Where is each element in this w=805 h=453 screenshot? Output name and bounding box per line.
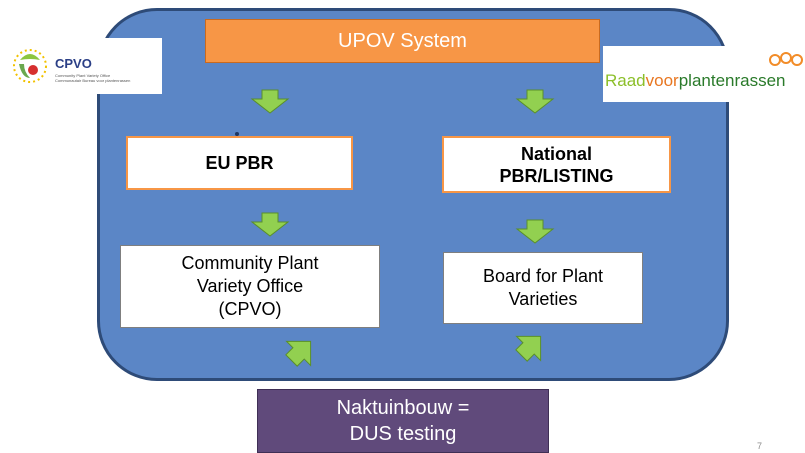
- raad-logo-middle: voor: [646, 71, 679, 90]
- down-arrow-icon: [515, 89, 555, 114]
- dus-testing-line: Naktuinbouw =: [336, 397, 470, 419]
- up-right-arrow-icon: [285, 340, 312, 367]
- down-arrow-icon: [250, 212, 290, 237]
- upov-system-box: UPOV System: [205, 19, 600, 63]
- eu-pbr-label: EU PBR: [205, 153, 274, 173]
- national-pbr-box: National PBR/LISTING: [442, 136, 671, 193]
- cpvo-label: Community Plant Variety Office (CPVO): [181, 252, 318, 321]
- cpvo-label-line: Variety Office: [196, 276, 304, 296]
- board-plant-varieties-box: Board for Plant Varieties: [443, 252, 643, 324]
- national-pbr-label: National PBR/LISTING: [499, 143, 613, 187]
- upov-system-label: UPOV System: [338, 29, 467, 52]
- bullet-dot: [235, 132, 239, 136]
- board-plant-varieties-label: Board for Plant Varieties: [483, 265, 603, 311]
- national-pbr-label-line: National: [520, 143, 592, 164]
- cpvo-box: Community Plant Variety Office (CPVO): [120, 245, 380, 328]
- raad-voor-plantenrassen-logo: Raadvoorplantenrassen: [603, 46, 805, 102]
- national-pbr-label-line: PBR/LISTING: [499, 165, 614, 186]
- eu-pbr-box: EU PBR: [126, 136, 353, 190]
- down-arrow-icon: [515, 219, 555, 244]
- cpvo-label-line: Community Plant: [181, 253, 319, 273]
- cpvo-logo-subtitle-nl: Communautair Bureau voor plantenrassen: [55, 78, 130, 83]
- down-arrow-icon: [250, 89, 290, 114]
- cpvo-logo: CPVO Community Plant Variety Office Comm…: [0, 38, 162, 94]
- cpvo-label-line: (CPVO): [218, 299, 282, 319]
- board-label-line: Varieties: [508, 289, 578, 309]
- dus-testing-line: DUS testing: [349, 423, 457, 445]
- dus-testing-label: Naktuinbouw = DUS testing: [337, 395, 470, 447]
- raad-logo-prefix: Raad: [605, 71, 646, 90]
- cpvo-logo-subtitle: Community Plant Variety Office: [55, 73, 111, 78]
- page-number: 7: [757, 441, 763, 451]
- raad-logo-graphic: Raadvoorplantenrassen: [605, 52, 803, 90]
- raad-logo-suffix: plantenrassen: [679, 71, 786, 90]
- cpvo-logo-graphic: CPVO Community Plant Variety Office Comm…: [13, 49, 130, 83]
- naktuinbouw-dus-testing-box: Naktuinbouw = DUS testing: [257, 389, 549, 453]
- raad-logo-text: Raadvoorplantenrassen: [605, 71, 786, 90]
- up-right-arrow-icon: [515, 335, 542, 362]
- cpvo-logo-name: CPVO: [55, 56, 92, 71]
- board-label-line: Board for Plant: [482, 266, 604, 286]
